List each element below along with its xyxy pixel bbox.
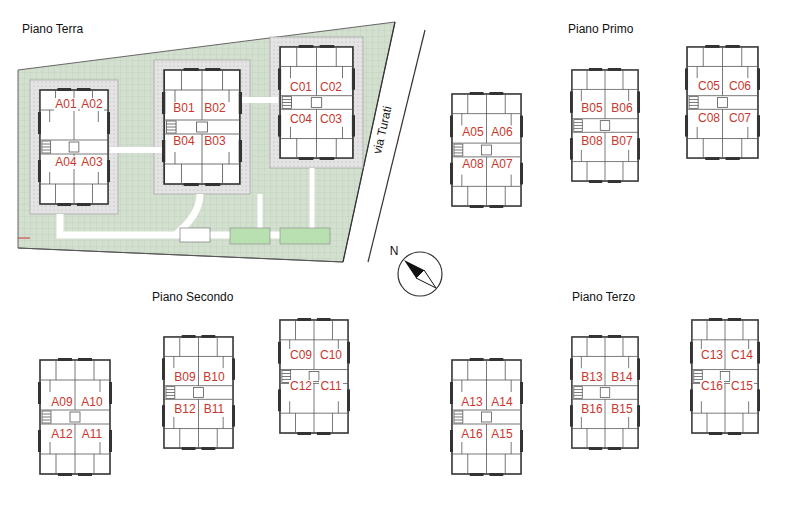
floor-title: Piano Terzo (572, 290, 635, 304)
unit-label: A03 (80, 156, 103, 169)
building-block: A09 A10A12 A11 (38, 358, 112, 476)
unit-label: C05 (697, 80, 721, 93)
north-mark: N (390, 244, 399, 258)
building-block: C05 C06C08 C07 (685, 45, 760, 160)
building-block: B13 B14B16 B15 (570, 335, 640, 450)
unit-label: B10 (202, 371, 225, 384)
unit-label: A05 (461, 126, 484, 139)
unit-label: B04 (172, 135, 195, 148)
unit-label: A14 (490, 396, 513, 409)
building-block: C13 C14C16 C15 (690, 318, 760, 435)
unit-label: C06 (728, 80, 752, 93)
unit-label: A10 (80, 396, 103, 409)
unit-label: A02 (80, 98, 103, 111)
unit-label: B11 (203, 403, 225, 416)
unit-label: C09 (289, 349, 313, 362)
unit-label: C03 (319, 113, 343, 126)
building-block: A05 A06A08 A07 (450, 92, 523, 208)
unit-label: C08 (697, 112, 721, 125)
unit-label: B13 (580, 371, 603, 384)
unit-label: C11 (319, 380, 342, 393)
unit-label: B09 (173, 371, 196, 384)
unit-label: A11 (81, 428, 103, 441)
unit-label: C01 (289, 81, 313, 94)
unit-label: B01 (172, 102, 195, 115)
building-block: C09 C10C12 C11 (278, 318, 350, 435)
unit-label: C04 (289, 113, 313, 126)
unit-label: C02 (319, 81, 343, 94)
unit-label: C14 (730, 349, 754, 362)
unit-label: A07 (490, 158, 513, 171)
unit-label: B14 (610, 371, 633, 384)
unit-label: B03 (203, 135, 226, 148)
building-block: A13 A14A16 A15 (450, 358, 523, 476)
unit-label: A01 (54, 98, 77, 111)
unit-label: A15 (490, 428, 513, 441)
unit-label: B02 (203, 102, 226, 115)
unit-label: C15 (730, 380, 754, 393)
unit-label: B08 (580, 135, 603, 148)
unit-label: B07 (610, 135, 633, 148)
unit-label: A06 (490, 126, 513, 139)
unit-label: B16 (580, 403, 603, 416)
floor-title: Piano Terra (22, 22, 83, 36)
building-block: A01A02A04A03 (38, 88, 110, 206)
building-block: C01 C02C04 C03 (278, 45, 355, 160)
floor-title: Piano Primo (568, 22, 633, 36)
unit-label: A13 (460, 396, 483, 409)
building-block: B01 B02B04 B03 (162, 68, 242, 186)
unit-label: A12 (50, 428, 73, 441)
unit-label: A04 (54, 156, 77, 169)
unit-label: B12 (173, 403, 196, 416)
floor-title: Piano Secondo (152, 290, 233, 304)
unit-label: C10 (319, 349, 343, 362)
building-block: B09 B10B12 B11 (162, 335, 235, 450)
unit-label: B15 (610, 403, 633, 416)
unit-label: B05 (580, 102, 603, 115)
unit-label: B06 (610, 102, 633, 115)
unit-label: C07 (728, 112, 752, 125)
unit-label: C12 (289, 380, 313, 393)
unit-label: C13 (700, 349, 724, 362)
unit-label: A16 (460, 428, 483, 441)
street-name: via Turati (370, 105, 395, 156)
unit-label: C16 (700, 380, 724, 393)
building-block: B05 B06B08 B07 (570, 68, 640, 183)
unit-label: A09 (50, 396, 73, 409)
unit-label: A08 (461, 158, 484, 171)
